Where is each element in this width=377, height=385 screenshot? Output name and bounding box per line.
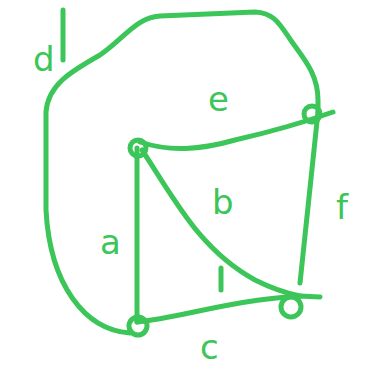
part-letter: f bbox=[336, 190, 348, 224]
part-letter: c bbox=[200, 330, 219, 364]
part-letter: a bbox=[100, 225, 121, 259]
part-letter: b bbox=[212, 185, 234, 219]
part-letter: d bbox=[33, 42, 55, 76]
part-letter: e bbox=[208, 82, 229, 116]
